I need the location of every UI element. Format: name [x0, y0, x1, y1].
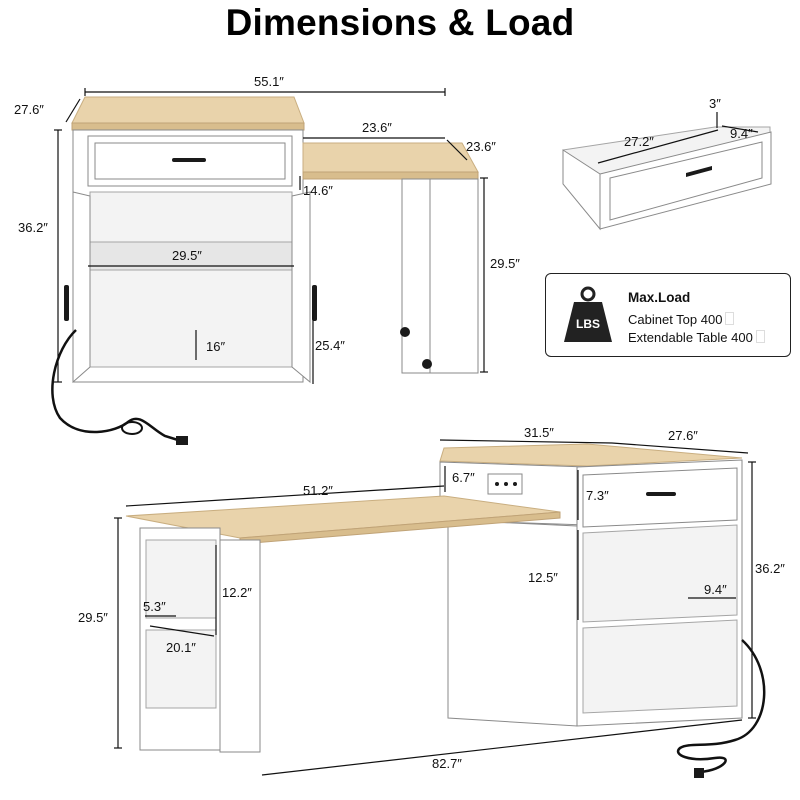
max-load-title: Max.Load [628, 290, 691, 305]
extended-illustration [125, 443, 766, 778]
side-table-leg-side [429, 178, 479, 374]
dim-drawer-width: 27.2″ [624, 134, 654, 149]
island-lower-shelf [582, 619, 738, 714]
dim-total-length: 82.7″ [432, 756, 462, 771]
island-side [447, 519, 578, 727]
dim-table-length: 51.2″ [303, 483, 333, 498]
dim-shelf-width: 29.5″ [172, 248, 202, 263]
power-cord [51, 329, 179, 442]
side-table-edge [302, 171, 479, 180]
dim-table-width: 23.6″ [362, 120, 392, 135]
dim-table-depth: 23.6″ [466, 139, 496, 154]
dim-top-overhang: 14.6″ [303, 183, 333, 198]
weight-icon: LBS [564, 286, 612, 342]
max-load-cabinet-top-text: Cabinet Top 400 [628, 312, 723, 327]
drawer-illustration [562, 126, 772, 231]
cord-coil [121, 421, 143, 435]
dim-leg-depth: 20.1″ [166, 640, 196, 655]
drawer-handle [686, 166, 712, 177]
side-table-top [302, 142, 479, 173]
left-door-handle [64, 285, 69, 321]
dim-island-depth: 27.6″ [668, 428, 698, 443]
leg-upper-shelf [145, 539, 217, 619]
dim-table-height: 29.5″ [490, 256, 520, 271]
drawer-front-panel [609, 141, 763, 221]
cabinet-shelf [87, 241, 295, 271]
dim-leg-height: 29.5″ [78, 610, 108, 625]
weight-icon-label: LBS [576, 317, 600, 331]
dim-outlet-height: 6.7″ [452, 470, 475, 485]
leg-unit-side [219, 539, 261, 753]
dim-cabinet-depth: 27.6″ [14, 102, 44, 117]
extended-power-plug [694, 768, 704, 778]
island-drawer-handle [646, 492, 676, 496]
island-upper-shelf [582, 524, 738, 623]
leg-lower-shelf [145, 629, 217, 709]
island-top [439, 443, 743, 467]
cabinet-top-edge [71, 122, 305, 131]
extended-power-cord [676, 639, 766, 774]
dim-shelf-height: 12.5″ [528, 570, 558, 585]
dim-island-height: 36.2″ [755, 561, 785, 576]
power-plug [176, 436, 188, 445]
cabinet-drawer-handle [172, 158, 206, 162]
dim-inner-height: 25.4″ [315, 338, 345, 353]
max-load-cabinet-top: Cabinet Top 400 [628, 312, 735, 327]
dim-shelf-gap: 16″ [206, 339, 225, 354]
dim-cabinet-height: 36.2″ [18, 220, 48, 235]
cabinet-interior [89, 191, 293, 368]
dim-island-width: 31.5″ [524, 425, 554, 440]
max-load-extendable-table-text: Extendable Table 400 [628, 330, 753, 345]
dim-total-width: 55.1″ [254, 74, 284, 89]
island-drawer [582, 467, 738, 528]
dim-leg-shelf-height: 12.2″ [222, 585, 252, 600]
dim-shelf-depth: 9.4″ [704, 582, 727, 597]
max-load-panel: LBS Max.Load Cabinet Top 400 Extendable … [545, 273, 791, 357]
caster-wheel [400, 327, 410, 337]
cabinet-left-door [72, 191, 91, 384]
cabinet-top [71, 96, 305, 124]
max-load-extendable-table: Extendable Table 400 [628, 330, 765, 345]
cabinet-right-door [291, 191, 311, 384]
cabinet-illustration [51, 96, 479, 445]
dim-drawer-height: 3″ [709, 96, 721, 111]
side-table-leg [401, 178, 431, 374]
caster-wheel [422, 359, 432, 369]
page-title: Dimensions & Load [225, 2, 575, 43]
dim-leg-shelf-gap: 5.3″ [143, 599, 166, 614]
dim-drawer-depth: 9.4″ [730, 126, 753, 141]
dim-drawer-front-height: 7.3″ [586, 488, 609, 503]
